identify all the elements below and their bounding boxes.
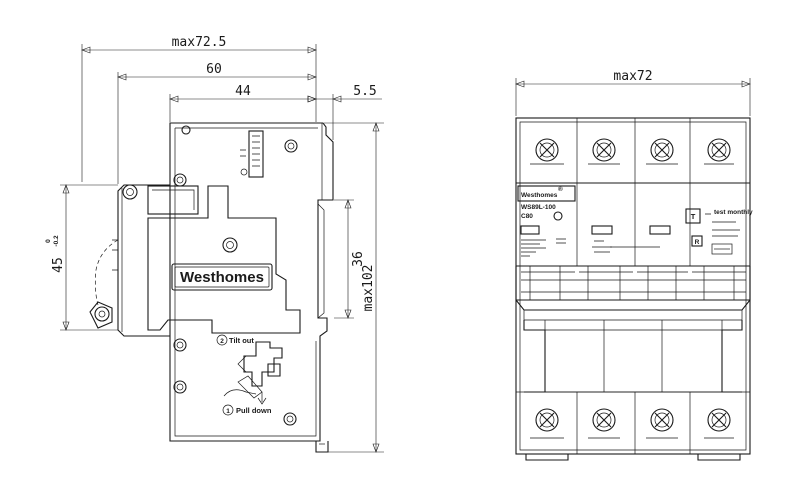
svg-text:Tilt out: Tilt out	[229, 336, 254, 345]
dim-45: 45 0 -0.2	[45, 184, 118, 331]
svg-text:max72.5: max72.5	[172, 35, 227, 50]
din-clip	[223, 341, 283, 405]
side-internal-contour	[147, 185, 301, 334]
svg-text:C80: C80	[521, 213, 533, 220]
dim-44: 44	[169, 84, 317, 122]
svg-text:test monthly: test monthly	[714, 209, 753, 216]
svg-text:Westhomes: Westhomes	[521, 192, 558, 199]
svg-text:Pull down: Pull down	[236, 406, 272, 415]
side-brand-plate	[171, 263, 273, 291]
screw-bottom-right	[283, 412, 297, 426]
svg-text:T: T	[691, 212, 696, 221]
front-view: Westhomes ® WS89L-100 C80 T test monthly…	[515, 69, 753, 461]
test-button	[685, 208, 701, 224]
dim-60: 60	[117, 62, 317, 184]
dim-max72-5: max72.5	[81, 35, 317, 182]
svg-text:44: 44	[235, 84, 251, 99]
pull-down-label: 1 Pull down	[222, 404, 272, 416]
dim-36: 36	[334, 199, 366, 319]
svg-text:max102: max102	[361, 265, 376, 312]
screw-middle	[222, 237, 238, 253]
svg-text:WS89L-100: WS89L-100	[521, 204, 556, 211]
side-body-outline	[169, 122, 334, 442]
screw-left-lower2	[173, 380, 187, 394]
top-window	[147, 185, 199, 215]
front-handles	[515, 266, 751, 321]
svg-text:45: 45	[51, 257, 66, 273]
svg-text:-0.2: -0.2	[53, 235, 60, 247]
front-label-panel: Westhomes ® WS89L-100 C80 T test monthly…	[517, 185, 753, 257]
screw-left-lower1	[173, 338, 187, 352]
screw-top-right	[284, 139, 298, 153]
svg-text:60: 60	[206, 62, 222, 77]
svg-text:1: 1	[226, 408, 230, 415]
top-indicator	[240, 130, 264, 178]
top-terminal-screws	[535, 138, 731, 162]
dim-front-max72: max72	[515, 69, 751, 116]
side-brand-text: Westhomes	[180, 269, 264, 286]
bottom-terminal-screws	[535, 408, 731, 432]
bottom-tab	[315, 441, 329, 453]
svg-text:®: ®	[558, 185, 563, 193]
dim-max102: max102	[324, 122, 384, 453]
svg-text:max72: max72	[613, 69, 652, 84]
tilt-out-label: 2 Tilt out	[216, 334, 254, 346]
toggle-handle	[89, 184, 138, 329]
reset-button	[691, 235, 703, 247]
svg-text:R: R	[695, 239, 700, 246]
svg-text:5.5: 5.5	[353, 84, 376, 99]
screw-left-upper	[173, 173, 187, 187]
svg-text:36: 36	[351, 251, 366, 267]
side-view: Westhomes	[45, 35, 384, 453]
svg-text:2: 2	[220, 338, 224, 345]
front-body-outline	[515, 117, 751, 455]
dim-5-5: 5.5	[307, 84, 382, 140]
screw-top-left	[181, 125, 191, 135]
svg-text:0: 0	[45, 239, 52, 243]
